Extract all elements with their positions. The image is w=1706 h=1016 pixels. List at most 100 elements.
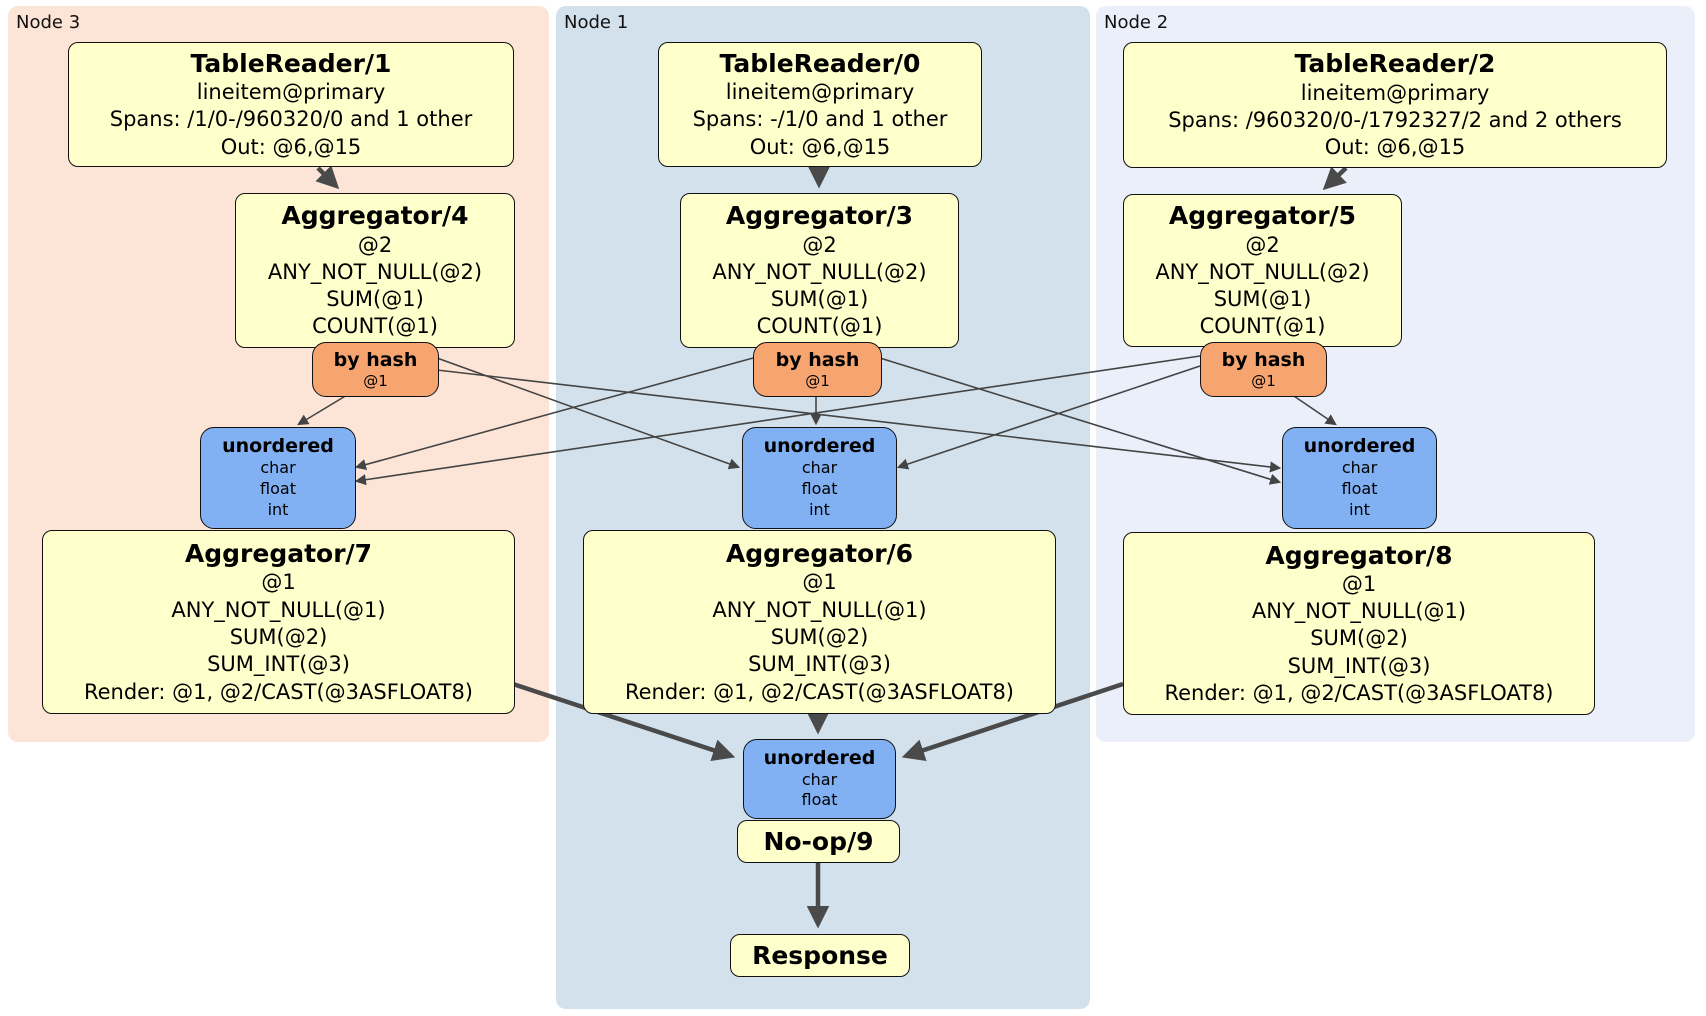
- sync-detail: char: [801, 769, 838, 789]
- processor-detail: ANY_NOT_NULL(@2): [267, 259, 483, 284]
- edge-hash1-to-sync2: [879, 357, 1282, 485]
- processor-detail: Out: @6,@15: [220, 134, 362, 159]
- router-title: by hash: [333, 348, 418, 371]
- router-detail: @1: [805, 371, 830, 390]
- processor-detail: lineitem@primary: [725, 80, 915, 105]
- edge-hash2-to-sync1: [896, 365, 1201, 470]
- router-by-hash-node3: by hash @1: [312, 342, 439, 397]
- node-region-label: Node 3: [16, 12, 81, 33]
- processor-detail: SUM_INT(@3): [207, 652, 350, 677]
- processor-detail: SUM_INT(@3): [1287, 653, 1431, 678]
- processor-detail: @2: [1245, 232, 1280, 257]
- sync-detail: char: [1341, 458, 1378, 478]
- sync-detail: float: [801, 479, 838, 498]
- processor-detail: Out: @6,@15: [1324, 135, 1466, 160]
- router-title: by hash: [1221, 348, 1306, 371]
- processor-detail: SUM(@2): [229, 624, 328, 649]
- edge-hash3-to-sync3: [297, 391, 353, 426]
- processor-aggregator-8: Aggregator/8 @1 ANY_NOT_NULL(@1) SUM(@2)…: [1123, 532, 1595, 715]
- processor-title: Response: [752, 940, 888, 970]
- processor-title: TableReader/0: [719, 48, 921, 78]
- processor-detail: SUM(@2): [1310, 626, 1408, 651]
- processor-aggregator-7: Aggregator/7 @1 ANY_NOT_NULL(@1) SUM(@2)…: [42, 530, 515, 714]
- processor-tablereader-0: TableReader/0 lineitem@primary Spans: -/…: [658, 42, 982, 167]
- processor-detail: ANY_NOT_NULL(@2): [1155, 259, 1370, 284]
- sync-title: unordered: [222, 435, 334, 458]
- processor-title: Aggregator/8: [1265, 540, 1453, 570]
- sync-detail: float: [1341, 479, 1378, 498]
- edge-agg8-to-final-sync: [901, 681, 1124, 762]
- sync-detail: int: [809, 499, 830, 519]
- edge-agg7-to-final-sync: [512, 681, 736, 762]
- processor-title: Aggregator/5: [1168, 201, 1357, 231]
- processor-tablereader-1: TableReader/1 lineitem@primary Spans: /1…: [68, 42, 514, 167]
- edge-hash2-to-sync3: [354, 355, 1201, 486]
- node-region-label: Node 1: [564, 12, 629, 33]
- processor-detail: SUM_INT(@3): [748, 652, 891, 677]
- processor-detail: Spans: /960320/0-/1792327/2 and 2 others: [1168, 107, 1622, 132]
- router-by-hash-node2: by hash @1: [1200, 342, 1327, 397]
- processor-detail: ANY_NOT_NULL(@1): [1251, 599, 1467, 624]
- router-detail: @1: [1251, 371, 1276, 390]
- sync-title: unordered: [763, 435, 876, 458]
- sync-detail: char: [801, 458, 838, 478]
- processor-detail: SUM(@2): [770, 624, 869, 649]
- processor-aggregator-3: Aggregator/3 @2 ANY_NOT_NULL(@2) SUM(@1)…: [680, 193, 959, 348]
- processor-title: Aggregator/6: [725, 539, 914, 569]
- router-stream-edges: [297, 355, 1337, 486]
- sync-detail: float: [260, 479, 296, 498]
- sync-detail: char: [260, 458, 296, 478]
- processor-aggregator-4: Aggregator/4 @2 ANY_NOT_NULL(@2) SUM(@1)…: [235, 193, 515, 348]
- processor-detail: ANY_NOT_NULL(@2): [712, 259, 927, 284]
- processor-title: No-op/9: [763, 826, 874, 856]
- edge-tr1-to-agg4: [315, 165, 340, 190]
- sync-unordered-final: unordered char float: [743, 739, 896, 819]
- edge-hash2-to-sync2: [1287, 391, 1337, 426]
- processor-title: TableReader/1: [190, 48, 392, 78]
- sync-detail: float: [801, 790, 838, 810]
- sync-detail: int: [267, 499, 289, 519]
- processor-detail: COUNT(@1): [1199, 314, 1326, 339]
- processor-detail: ANY_NOT_NULL(@1): [171, 597, 386, 622]
- processor-detail: COUNT(@1): [312, 314, 438, 339]
- processor-detail: Render: @1, @2/CAST(@3ASFLOAT8): [83, 679, 474, 704]
- processor-noop-9: No-op/9: [737, 820, 900, 863]
- router-title: by hash: [775, 348, 860, 371]
- processor-title: Aggregator/7: [184, 539, 373, 569]
- processor-detail: @1: [1341, 571, 1377, 596]
- processor-detail: ANY_NOT_NULL(@1): [712, 597, 927, 622]
- processor-detail: lineitem@primary: [196, 80, 386, 105]
- processor-detail: Spans: /1/0-/960320/0 and 1 other: [109, 107, 473, 132]
- processor-detail: SUM(@1): [326, 287, 424, 312]
- processor-tablereader-2: TableReader/2 lineitem@primary Spans: /9…: [1123, 42, 1667, 168]
- processor-detail: @2: [802, 232, 837, 257]
- processor-aggregator-6: Aggregator/6 @1 ANY_NOT_NULL(@1) SUM(@2)…: [583, 530, 1056, 714]
- processor-detail: COUNT(@1): [756, 314, 883, 339]
- router-detail: @1: [363, 371, 388, 390]
- edge-tr2-to-agg5: [1322, 166, 1348, 191]
- processor-detail: @1: [261, 570, 296, 595]
- edge-hash3-to-sync2: [436, 369, 1282, 473]
- processor-detail: Spans: -/1/0 and 1 other: [692, 107, 948, 132]
- processor-detail: Out: @6,@15: [749, 134, 891, 159]
- processor-title: TableReader/2: [1294, 49, 1496, 79]
- processor-detail: @1: [802, 570, 837, 595]
- flow-edges: [315, 165, 1348, 929]
- processor-detail: SUM(@1): [1213, 287, 1312, 312]
- processor-title: Aggregator/3: [725, 201, 914, 231]
- sync-title: unordered: [763, 746, 876, 769]
- sync-unordered-node1: unordered char float int: [742, 427, 897, 529]
- processor-aggregator-5: Aggregator/5 @2 ANY_NOT_NULL(@2) SUM(@1)…: [1123, 194, 1402, 347]
- node-region-label: Node 2: [1104, 12, 1169, 33]
- sync-title: unordered: [1303, 435, 1416, 458]
- sync-unordered-node2: unordered char float int: [1282, 427, 1437, 529]
- edge-hash1-to-sync3: [354, 357, 754, 471]
- processor-detail: lineitem@primary: [1300, 80, 1490, 105]
- sync-unordered-node3: unordered char float int: [200, 427, 356, 529]
- processor-detail: Render: @1, @2/CAST(@3ASFLOAT8): [1164, 681, 1554, 706]
- processor-detail: Render: @1, @2/CAST(@3ASFLOAT8): [624, 679, 1015, 704]
- response-box: Response: [730, 934, 910, 977]
- sync-detail: int: [1349, 499, 1370, 519]
- processor-title: Aggregator/4: [281, 201, 469, 231]
